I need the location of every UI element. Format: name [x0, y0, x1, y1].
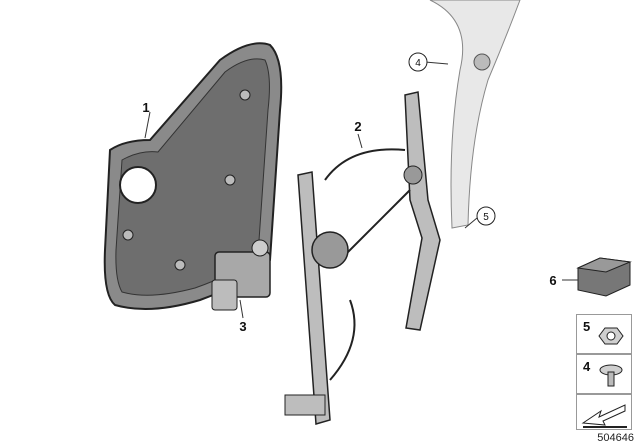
- callout-2: 2: [354, 119, 361, 134]
- callout-5-circle: [476, 206, 496, 226]
- side-item-5-box: 5: [576, 314, 632, 354]
- window-regulator: [284, 91, 441, 425]
- callout-1: 1: [142, 100, 149, 115]
- side-arrow-box: [576, 394, 632, 430]
- reference-number: 504646: [597, 432, 634, 444]
- door-carrier-plate: [103, 42, 283, 310]
- callout-5: 5: [483, 212, 489, 223]
- arrow-sign-icon: [581, 404, 627, 428]
- side-item-4-label: 4: [583, 359, 591, 374]
- window-motor: [211, 239, 271, 311]
- window-guide-rail: [429, 0, 521, 229]
- leader-lines: [144, 61, 578, 319]
- callout-6: 6: [549, 273, 556, 288]
- callout-4: 4: [415, 58, 421, 69]
- insulation-pad: [576, 257, 632, 297]
- screw-icon: [599, 364, 623, 387]
- nut-icon: [598, 327, 624, 345]
- side-item-5-label: 5: [583, 319, 591, 334]
- callout-3: 3: [239, 319, 246, 334]
- callout-4-circle: [408, 52, 428, 72]
- side-item-4-box: 4: [576, 354, 632, 394]
